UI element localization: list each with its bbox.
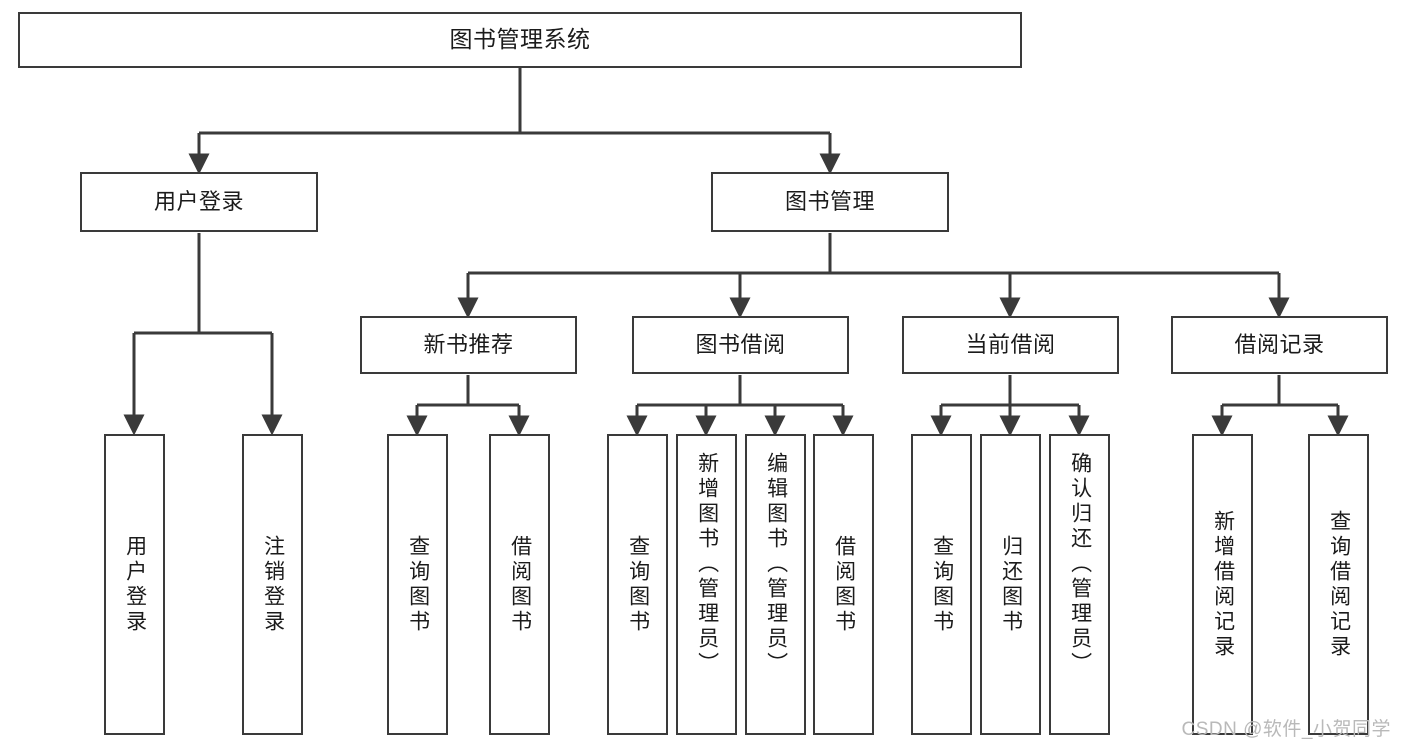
node-label: 新增图书（管理员） — [695, 452, 719, 677]
node-book-borrow[interactable]: 图书借阅 — [632, 316, 849, 374]
node-label: 注销登录 — [261, 534, 285, 635]
node-label: 当前借阅 — [965, 331, 1056, 357]
node-root-system[interactable]: 图书管理系统 — [18, 12, 1022, 68]
leaf-return-book[interactable]: 归还图书 — [980, 434, 1041, 735]
leaf-confirm-return-admin[interactable]: 确认归还（管理员） — [1049, 434, 1110, 735]
node-label: 用户登录 — [123, 534, 147, 635]
node-new-book-recommend[interactable]: 新书推荐 — [360, 316, 577, 374]
leaf-add-borrow-record[interactable]: 新增借阅记录 — [1192, 434, 1253, 735]
leaf-logout[interactable]: 注销登录 — [242, 434, 303, 735]
node-label: 确认归还（管理员） — [1068, 452, 1092, 677]
node-label: 新增借阅记录 — [1211, 509, 1235, 660]
node-label: 归还图书 — [999, 534, 1023, 635]
leaf-edit-book-admin[interactable]: 编辑图书（管理员） — [745, 434, 806, 735]
node-label: 图书管理系统 — [449, 26, 591, 53]
node-label: 查询图书 — [626, 534, 650, 635]
node-label: 编辑图书（管理员） — [764, 452, 788, 677]
node-current-borrow[interactable]: 当前借阅 — [902, 316, 1119, 374]
leaf-borrow-book[interactable]: 借阅图书 — [813, 434, 874, 735]
node-label: 借阅记录 — [1234, 331, 1325, 357]
node-label: 查询图书 — [930, 534, 954, 635]
leaf-borrow-book-new[interactable]: 借阅图书 — [489, 434, 550, 735]
node-borrow-record[interactable]: 借阅记录 — [1171, 316, 1388, 374]
node-label: 图书管理 — [784, 188, 875, 214]
node-label: 新书推荐 — [423, 331, 514, 357]
node-book-management[interactable]: 图书管理 — [711, 172, 949, 232]
node-label: 借阅图书 — [832, 534, 856, 635]
node-label: 用户登录 — [153, 188, 244, 214]
leaf-query-book-borrow[interactable]: 查询图书 — [607, 434, 668, 735]
leaf-query-book-current[interactable]: 查询图书 — [911, 434, 972, 735]
node-label: 借阅图书 — [508, 534, 532, 635]
leaf-add-book-admin[interactable]: 新增图书（管理员） — [676, 434, 737, 735]
leaf-user-login[interactable]: 用户登录 — [104, 434, 165, 735]
leaf-query-borrow-record[interactable]: 查询借阅记录 — [1308, 434, 1369, 735]
node-label: 查询借阅记录 — [1327, 509, 1351, 660]
node-user-login[interactable]: 用户登录 — [80, 172, 318, 232]
node-label: 查询图书 — [406, 534, 430, 635]
leaf-query-book-new[interactable]: 查询图书 — [387, 434, 448, 735]
node-label: 图书借阅 — [695, 331, 786, 357]
